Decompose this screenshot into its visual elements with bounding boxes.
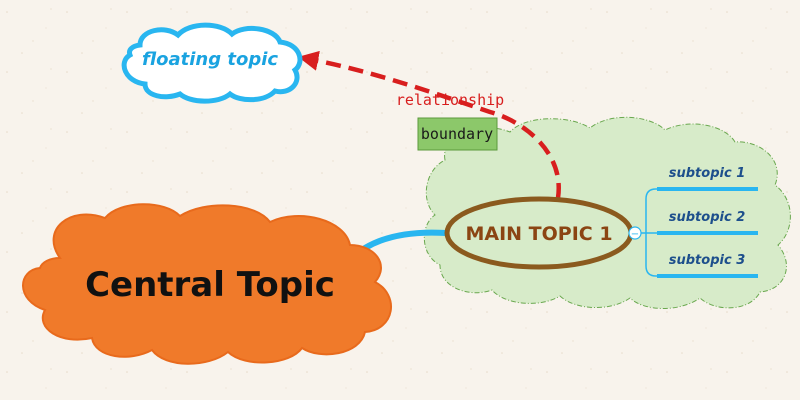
subtopic-label: subtopic 1 [669,166,745,181]
floating-topic-label: floating topic [142,49,278,70]
subtopic-label: subtopic 2 [669,210,745,225]
floating-topic-node[interactable]: floating topic [121,22,303,104]
subtopic-node[interactable]: subtopic 3 [657,253,758,278]
subtopic-node[interactable]: subtopic 1 [657,166,758,191]
collapse-circle-icon [628,226,642,240]
boundary-label-text: boundary [421,125,493,143]
collapse-toggle[interactable]: − [628,226,642,240]
subtopic-label: subtopic 3 [669,253,745,268]
main-topic-node[interactable]: MAIN TOPIC 1 [444,196,634,270]
floating-topic-cloud [121,22,303,104]
boundary-label-box [417,117,498,151]
central-topic-cloud [22,203,392,365]
main-topic-label: MAIN TOPIC 1 [465,223,612,245]
relationship-line[interactable] [298,50,561,199]
central-topic-label: Central Topic [85,265,335,305]
collapse-minus-icon: − [631,229,639,240]
boundary-label[interactable]: boundary [417,117,498,151]
central-main-connector [362,229,449,251]
subtopic-node[interactable]: subtopic 2 [657,210,758,235]
relationship-label[interactable]: relationship [396,91,504,109]
central-topic-node[interactable]: Central Topic [22,203,392,365]
